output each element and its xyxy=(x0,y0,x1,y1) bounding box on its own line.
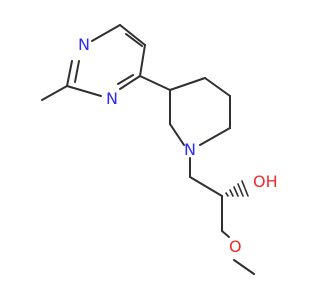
bond-p-c3-c4 xyxy=(169,77,206,91)
atom-n-bottom: N xyxy=(106,89,118,108)
stereo-hash-5 xyxy=(241,180,249,197)
bond-n3-c4 xyxy=(91,24,121,42)
bond-ch2-chiral xyxy=(189,176,223,197)
stereo-hash-2 xyxy=(229,189,234,197)
atom-n-piperidine: N xyxy=(184,140,196,159)
bond-c4-c5-double xyxy=(125,33,143,47)
bond-c6-n1 xyxy=(119,75,141,90)
stereo-hash-4 xyxy=(237,183,244,197)
bond-p-c4-c5 xyxy=(204,77,231,97)
side-chain xyxy=(189,157,255,275)
atom-n-top: N xyxy=(78,35,90,54)
atom-labels: N N N OH O xyxy=(78,35,278,256)
stereo-hash-3 xyxy=(233,186,239,197)
atom-ether-o: O xyxy=(229,237,242,256)
bond-c2-n3-double xyxy=(74,60,80,83)
bond-ch2-ether-o xyxy=(221,230,230,238)
bond-o-methyl xyxy=(233,259,255,275)
bond-pyrimidine-piperidine xyxy=(139,75,171,91)
bond-c5-c6 xyxy=(139,44,146,77)
bond-p-c6-n xyxy=(199,127,231,146)
bond-c6-n1-double xyxy=(117,74,134,85)
bond-p-n-c2 xyxy=(169,123,185,146)
bond-n1-c2 xyxy=(66,85,102,97)
piperidine-ring xyxy=(169,77,231,146)
molecule-diagram: N N N OH O xyxy=(41,24,278,275)
pyrimidine-ring xyxy=(41,24,146,101)
bond-c4-c5 xyxy=(119,24,146,46)
bond-c2-n3 xyxy=(66,60,73,87)
atom-hydroxyl: OH xyxy=(253,172,278,191)
bond-methyl-c2 xyxy=(41,85,68,101)
stereo-hash-1 xyxy=(225,192,229,197)
